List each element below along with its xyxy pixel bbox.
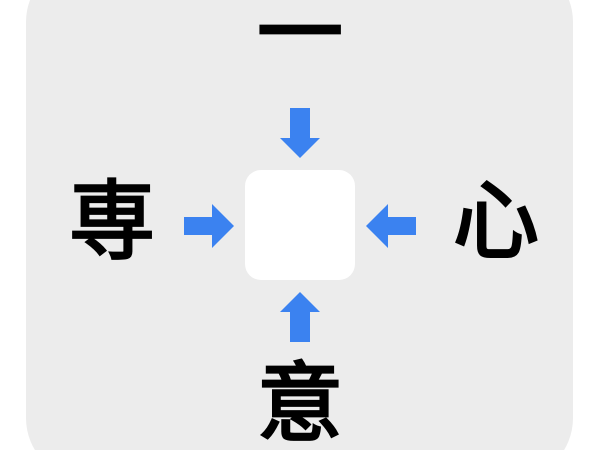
arrow-up-icon — [280, 292, 320, 342]
clue-top-kanji: 一 — [257, 0, 343, 84]
clue-right-kanji: 心 — [453, 172, 539, 272]
arrow-left-icon — [366, 204, 416, 248]
clue-bottom-kanji: 意 — [257, 354, 343, 450]
answer-box[interactable] — [245, 170, 355, 280]
clue-left-kanji: 専 — [69, 172, 155, 272]
arrow-down-icon — [280, 108, 320, 158]
arrow-right-icon — [184, 204, 234, 248]
